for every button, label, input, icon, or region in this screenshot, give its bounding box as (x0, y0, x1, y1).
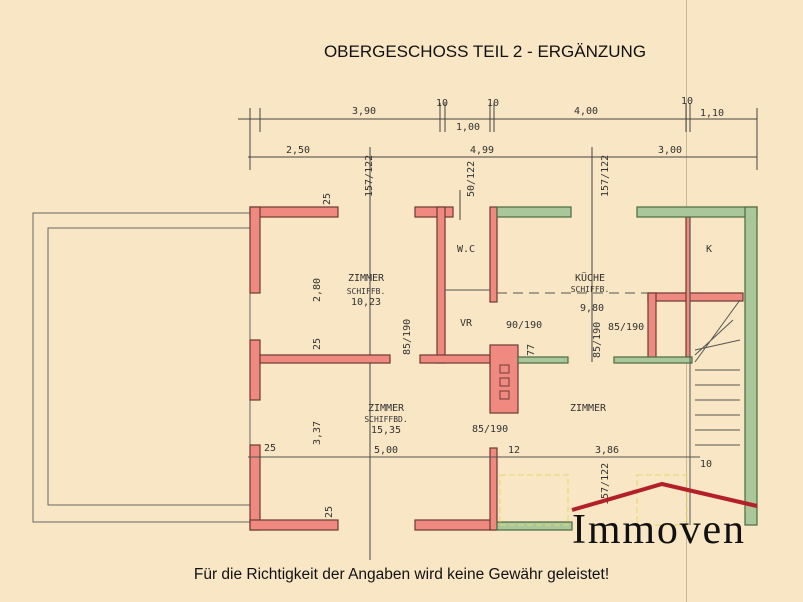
dim-top-7: 1,10 (700, 108, 724, 119)
room-wc-name: W.C (457, 244, 475, 255)
inner-lines (248, 217, 741, 526)
room-kueche-name: KÜCHE (575, 271, 605, 284)
dim-top-4: 10 (487, 98, 499, 109)
logo-text: Immoven (572, 507, 744, 553)
dim-2-2: 4,99 (470, 145, 494, 156)
door-dim-90: 90/190 (506, 320, 542, 331)
wall-dim-12: 12 (508, 445, 520, 456)
window-dim-2: 50/122 (466, 161, 477, 197)
room-zimmer2-area: 15,35 (371, 425, 401, 436)
dim-top-6: 10 (681, 96, 693, 107)
room-zimmer2-floor: SCHIFFBD. (364, 415, 407, 424)
room-zimmer3-name: ZIMMER (570, 403, 607, 414)
wall-dim-25c: 25 (264, 443, 276, 454)
room-kueche-area: 9,80 (580, 303, 604, 314)
chimney (499, 364, 510, 400)
plan-title: OBERGESCHOSS TEIL 2 - ERGÄNZUNG (323, 42, 647, 61)
height-dim-280: 2,80 (312, 278, 323, 302)
wall-dim-25d: 25 (324, 506, 335, 518)
wall-dim-77: 77 (526, 344, 537, 356)
room-vr-name: VR (460, 318, 473, 329)
window-dim-1: 157/122 (364, 155, 375, 197)
width-dim-500: 5,00 (374, 445, 398, 456)
room-zimmer2-name: ZIMMER (368, 403, 405, 414)
wall-dim-25b: 25 (312, 338, 323, 350)
wall-dim-25a: 25 (322, 193, 333, 205)
height-dim-337: 3,37 (312, 421, 323, 445)
door-dim-a: 85/190 (402, 319, 413, 355)
door-dim-d: 85/190 (472, 424, 508, 435)
door-dim-b: 85/190 (608, 322, 644, 333)
dim-2-3: 3,00 (658, 145, 682, 156)
balcony-outline (32, 212, 251, 523)
window-dim-bottom: 157/122 (600, 463, 611, 505)
immoven-logo: Immoven (571, 481, 758, 553)
room-kueche-floor: SCHIFFB. (571, 285, 610, 294)
disclaimer: Für die Richtigkeit der Angaben wird kei… (193, 566, 610, 583)
dim-top-2: 10 (436, 98, 448, 109)
timber-walls (496, 206, 758, 531)
brick-walls (249, 206, 744, 531)
room-k-name: K (706, 244, 712, 255)
balcony-inner (47, 227, 251, 506)
door-dim-c: 85/190 (592, 322, 603, 358)
dim-top-1: 3,90 (352, 106, 376, 117)
dimension-lines (238, 103, 758, 560)
wall-dim-10: 10 (700, 459, 712, 470)
window-dim-3: 157/122 (600, 155, 611, 197)
width-dim-386: 3,86 (595, 445, 619, 456)
room-zimmer1-area: 10,23 (351, 297, 381, 308)
dim-top-5: 4,00 (574, 106, 598, 117)
dim-2-1: 2,50 (286, 145, 310, 156)
dim-top-3: 1,00 (456, 122, 480, 133)
room-zimmer1-floor: SCHIFFB. (347, 287, 386, 296)
room-zimmer1-name: ZIMMER (348, 273, 385, 284)
